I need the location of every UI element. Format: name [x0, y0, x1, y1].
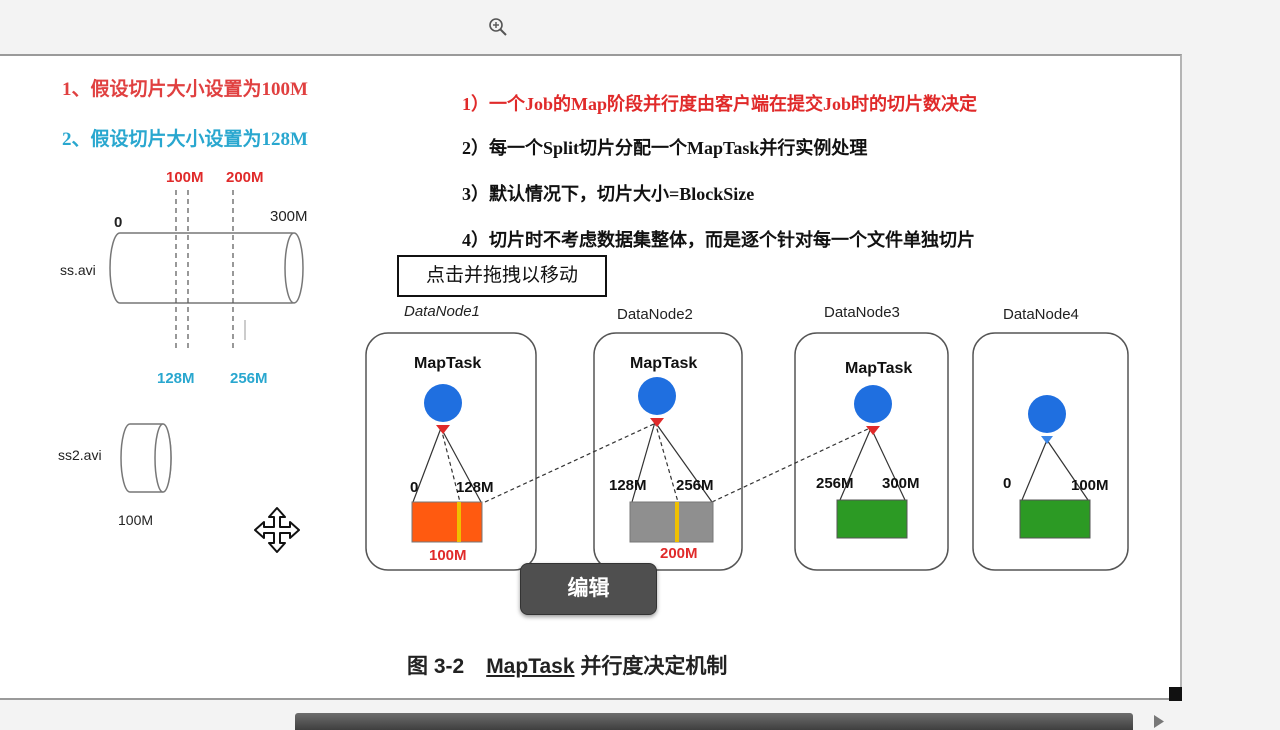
datanode4-label: DataNode4 — [1003, 306, 1079, 323]
file1-end-label: 300M — [270, 208, 308, 225]
block2-start-label: 128M — [609, 477, 647, 494]
split-lines — [175, 190, 234, 352]
file-cylinder-ss — [109, 232, 304, 304]
caption-title: MapTask — [486, 655, 575, 678]
block-datanode2 — [629, 501, 714, 543]
datanode1-label: DataNode1 — [404, 303, 480, 320]
heading-case-100m: 1、假设切片大小设置为100M — [62, 79, 308, 100]
mark-top-200m: 200M — [226, 169, 264, 186]
drag-tooltip: 点击并拖拽以移动 — [397, 255, 607, 297]
file2-size-label: 100M — [118, 512, 154, 528]
block4-end-label: 100M — [1071, 477, 1109, 494]
block2-bottom-label: 200M — [660, 545, 698, 562]
zoom-icon[interactable] — [488, 17, 508, 37]
mark-bottom-128m: 128M — [157, 370, 195, 387]
file-cylinder-ss2 — [120, 423, 172, 493]
file-label-ss2: ss2.avi — [58, 447, 102, 463]
maptask-diagram — [109, 190, 1129, 571]
rule-4: 4）切片时不考虑数据集整体，而是逐个针对每一个文件单独切片 — [462, 230, 975, 250]
block-datanode3 — [836, 499, 908, 539]
block3-end-label: 300M — [882, 475, 920, 492]
file-label-ss: ss.avi — [60, 262, 96, 278]
maptask-node-3 — [854, 385, 892, 423]
datanode3-label: DataNode3 — [824, 304, 900, 321]
block1-end-label: 128M — [456, 479, 494, 496]
figure-caption: 图 3-2 MapTask 并行度决定机制 — [407, 650, 727, 680]
rule-2: 2）每一个Split切片分配一个MapTask并行实例处理 — [462, 138, 868, 158]
datanode2-label: DataNode2 — [617, 306, 693, 323]
block-datanode4 — [1019, 499, 1091, 539]
maptask-node-1 — [424, 384, 462, 422]
rule-1: 1）一个Job的Map阶段并行度由客户端在提交Job时的切片数决定 — [462, 94, 978, 114]
datanode3-box — [794, 332, 949, 571]
caption-rest: 并行度决定机制 — [580, 655, 728, 678]
mark-top-100m: 100M — [166, 169, 204, 186]
move-cursor-icon[interactable] — [253, 506, 301, 554]
play-arrow-icon[interactable] — [1152, 713, 1166, 730]
block4-start-label: 0 — [1003, 475, 1012, 492]
edit-button[interactable]: 编辑 — [520, 563, 657, 615]
maptask-label-1: MapTask — [414, 355, 482, 372]
slide-resize-handle[interactable] — [1169, 687, 1182, 701]
mark-bottom-256m: 256M — [230, 370, 268, 387]
block3-start-label: 256M — [816, 475, 854, 492]
file1-start-label: 0 — [114, 214, 123, 231]
block-datanode1 — [411, 501, 483, 543]
maptask-label-2: MapTask — [630, 355, 698, 372]
rule-3: 3）默认情况下，切片大小=BlockSize — [462, 184, 755, 204]
block2-end-label: 256M — [676, 477, 714, 494]
heading-case-128m: 2、假设切片大小设置为128M — [62, 129, 308, 150]
block1-bottom-label: 100M — [429, 547, 467, 564]
caption-number: 图 3-2 — [407, 655, 465, 678]
datanode1-box — [365, 332, 537, 571]
maptask-node-4 — [1028, 395, 1066, 433]
bottom-scrollbar[interactable] — [295, 713, 1133, 730]
block1-start-label: 0 — [410, 479, 419, 496]
maptask-node-2 — [638, 377, 676, 415]
maptask-label-3: MapTask — [845, 360, 913, 377]
